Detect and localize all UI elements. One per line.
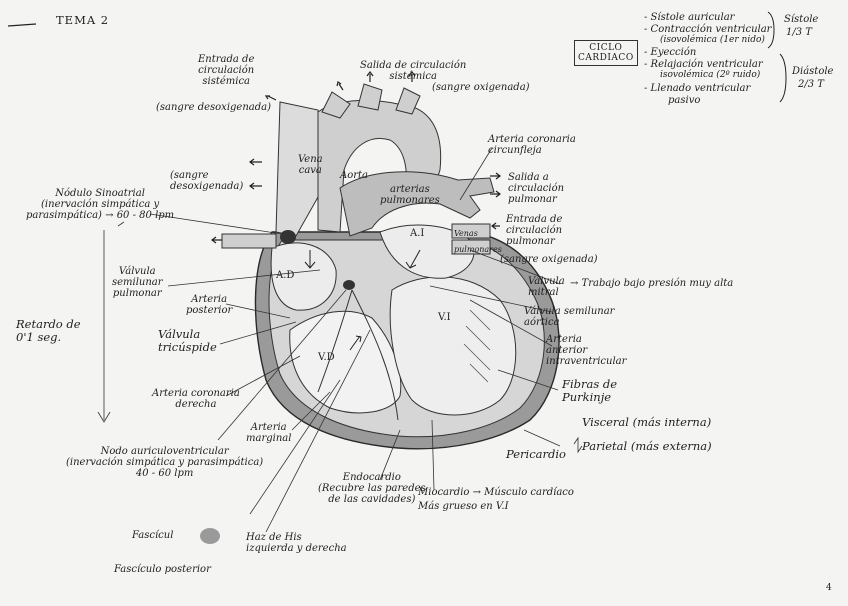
- cycle-box: CICLO CARDIACO: [574, 40, 638, 66]
- label-ad: A.D: [276, 270, 295, 281]
- label-trabajo: → Trabajo bajo presión muy alta: [570, 278, 734, 289]
- label-sangre-desox-mid: (sangre desoxigenada): [170, 170, 244, 192]
- label-fasciculo: Fascícul: [132, 530, 174, 541]
- label-visceral: Visceral (más interna): [582, 415, 712, 429]
- label-valvula-pulmonar: Válvula semilunar pulmonar: [112, 266, 163, 299]
- label-aorta: Aorta: [340, 170, 369, 181]
- label-endocardio: Endocardio (Recubre las paredes de las c…: [318, 472, 426, 505]
- label-valvula-tricuspide: Válvula tricúspide: [158, 327, 217, 354]
- label-sangre-ox-right: (sangre oxigenada): [500, 254, 598, 265]
- label-salida-pulmonar: Salida a circulación pulmonar: [508, 172, 565, 205]
- label-vena-cava: Vena cava: [298, 154, 323, 176]
- diastole-item: - Relajación ventricular: [644, 59, 763, 70]
- systole-item: - Sístole auricular: [644, 12, 735, 23]
- label-parietal: Parietal (más externa): [582, 439, 712, 453]
- systole-item: - Contracción ventricular: [644, 24, 772, 35]
- label-nodulo-sinoatrial: Nódulo Sinoatrial (inervación simpática …: [26, 188, 175, 221]
- label-fibras-purkinje: Fibras de Purkinje: [562, 377, 618, 404]
- diastole-item: isovolémica (2º ruido): [660, 70, 761, 80]
- label-arteria-posterior: Arteria posterior: [186, 294, 233, 316]
- label-pericardio: Pericardio: [506, 447, 566, 461]
- label-miocardio: Miocardio → Músculo cardíaco Más grueso …: [418, 487, 574, 512]
- label-entrada-pulmonar: Entrada de circulación pulmonar: [506, 214, 563, 247]
- label-venas-pulmonares: Venas pulmonares: [454, 229, 502, 254]
- label-sangre-desox-top: (sangre desoxigenada): [156, 102, 272, 113]
- label-arteria-marginal: Arteria marginal: [246, 422, 292, 444]
- label-haz-his: Haz de His izquierda y derecha: [246, 532, 347, 554]
- label-entrada-sistemica: Entrada de circulación sistémica: [198, 54, 255, 87]
- label-vd: V.D: [318, 352, 335, 363]
- diastole-label: Diástole: [792, 66, 834, 77]
- systole-item: (isovolémica (1er nido): [660, 35, 765, 45]
- label-valvula-aortica: Válvula semilunar aórtica: [524, 306, 615, 328]
- label-vi: V.I: [438, 312, 451, 323]
- diastole-item: pasivo: [668, 95, 701, 106]
- label-arterias-pulmonares: arterias pulmonares: [380, 184, 440, 206]
- label-ai: A.I: [410, 228, 425, 239]
- systole-item: - Eyección: [644, 47, 697, 58]
- page-number: 4: [826, 583, 832, 593]
- label-arteria-derecha: Arteria coronaria derecha: [152, 388, 240, 410]
- label-salida-sistemica: Salida de circulación sistémica: [360, 60, 467, 82]
- label-retardo: Retardo de 0'1 seg.: [16, 317, 81, 344]
- systole-label: Sístole: [784, 14, 819, 25]
- label-fasciculo-posterior: Fascículo posterior: [114, 564, 211, 575]
- label-nodo-av: Nodo auriculoventricular (inervación sim…: [66, 446, 264, 479]
- diastole-item: - Llenado ventricular: [644, 83, 751, 94]
- label-arteria-circunfleja: Arteria coronaria circunfleja: [488, 134, 576, 156]
- systole-fraction: 1/3 T: [786, 27, 812, 38]
- page-title: TEMA 2: [56, 13, 110, 27]
- label-valvula-mitral: Válvula mitral: [528, 276, 565, 298]
- diastole-fraction: 2/3 T: [798, 79, 824, 90]
- label-arteria-anterior: Arteria anterior intraventricular: [546, 334, 627, 367]
- label-sangre-ox-top: (sangre oxigenada): [432, 82, 530, 93]
